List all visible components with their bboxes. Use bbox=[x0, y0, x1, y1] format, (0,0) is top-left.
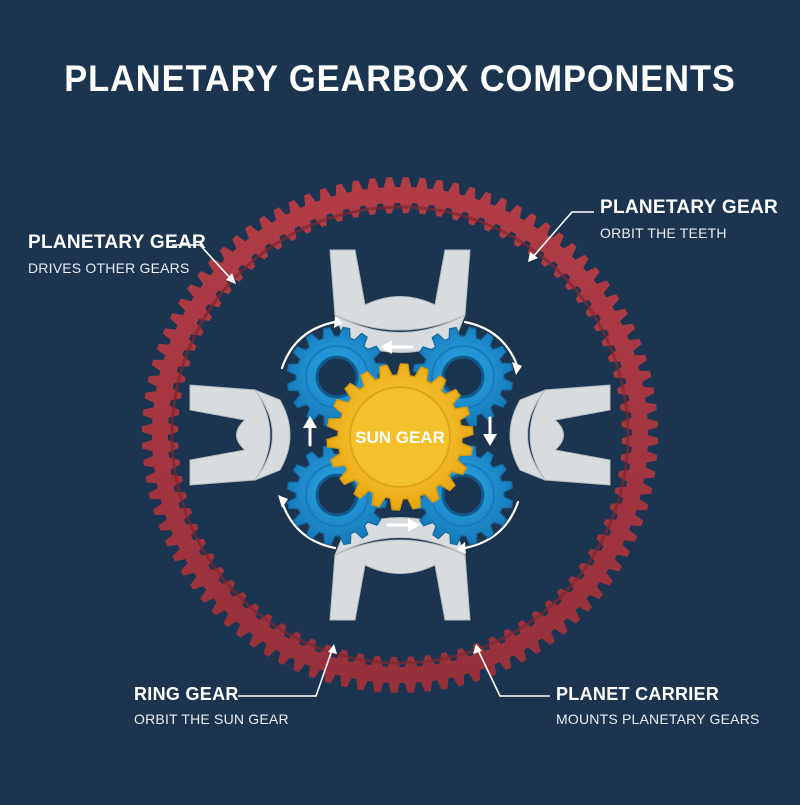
sun-gear-hub bbox=[349, 386, 451, 488]
orbit-arrow-bottom-right bbox=[463, 500, 520, 550]
callout-subtitle: DRIVES OTHER GEARS bbox=[28, 260, 190, 276]
carrier-arm-right-base bbox=[509, 388, 547, 482]
planet-carrier bbox=[189, 249, 611, 621]
callout-heading: RING GEAR bbox=[134, 684, 239, 704]
callout-subtitle: ORBIT THE SUN GEAR bbox=[134, 711, 289, 727]
carrier-arm-left bbox=[189, 384, 271, 486]
planet-gears bbox=[286, 326, 514, 546]
callout-ring-gear: RING GEAR ORBIT THE SUN GEAR bbox=[134, 684, 289, 727]
orbit-arrow-bottom-left bbox=[280, 500, 337, 550]
callout-planetary-gear-right: PLANETARY GEAR ORBIT THE TEETH bbox=[600, 197, 778, 241]
carrier-arm-bottom bbox=[329, 539, 471, 621]
page-title: PLANETARY GEARBOX COMPONENTS bbox=[64, 58, 736, 99]
ring-gear-inner-edge bbox=[170, 205, 630, 665]
direction-arrows bbox=[303, 340, 497, 532]
planet-gear-bore bbox=[441, 355, 485, 399]
orbit-arrow-heads bbox=[278, 316, 522, 554]
ring-gear bbox=[142, 177, 658, 693]
arrow-top-head bbox=[380, 340, 392, 354]
callout-heading: PLANETARY GEAR bbox=[600, 197, 779, 218]
carrier-arm-left-base bbox=[253, 388, 291, 482]
leader-arrowhead-bottom-left bbox=[328, 644, 337, 654]
leader-arrowhead-bottom-right bbox=[473, 644, 482, 654]
leader-bottom-left bbox=[238, 649, 333, 697]
arrow-left-head bbox=[303, 416, 317, 428]
leader-top-left bbox=[172, 244, 233, 281]
leader-bottom-right bbox=[477, 649, 550, 697]
orbit-arrow-top-right bbox=[463, 320, 520, 370]
arrowhead-top-left bbox=[334, 316, 343, 328]
arrow-right-head bbox=[483, 434, 497, 446]
callout-subtitle: ORBIT THE TEETH bbox=[600, 225, 727, 241]
arrowhead-bottom-right bbox=[457, 542, 466, 554]
arrowhead-top-right bbox=[512, 362, 522, 375]
arrow-bottom-head bbox=[408, 518, 420, 532]
orbit-arrow-top-left bbox=[280, 320, 337, 370]
arrowhead-bottom-left bbox=[278, 495, 288, 508]
sun-gear bbox=[326, 363, 474, 511]
leader-top-right bbox=[531, 211, 594, 259]
callout-heading: PLANET CARRIER bbox=[556, 684, 720, 704]
carrier-arm-top bbox=[329, 249, 471, 331]
carrier-arm-right bbox=[529, 384, 611, 486]
leader-lines bbox=[172, 211, 594, 697]
callout-planet-carrier: PLANET CARRIER MOUNTS PLANETARY GEARS bbox=[556, 684, 760, 727]
orbit-arrows bbox=[280, 320, 520, 550]
sun-gear-label: SUN GEAR bbox=[355, 428, 445, 447]
callout-planetary-gear-left: PLANETARY GEAR DRIVES OTHER GEARS bbox=[28, 232, 206, 276]
leader-arrowhead-top-left bbox=[226, 273, 236, 284]
leader-arrowhead-top-right bbox=[528, 252, 538, 262]
leader-arrowheads bbox=[226, 252, 538, 654]
callout-subtitle: MOUNTS PLANETARY GEARS bbox=[556, 711, 760, 727]
callout-heading: PLANETARY GEAR bbox=[28, 232, 207, 253]
